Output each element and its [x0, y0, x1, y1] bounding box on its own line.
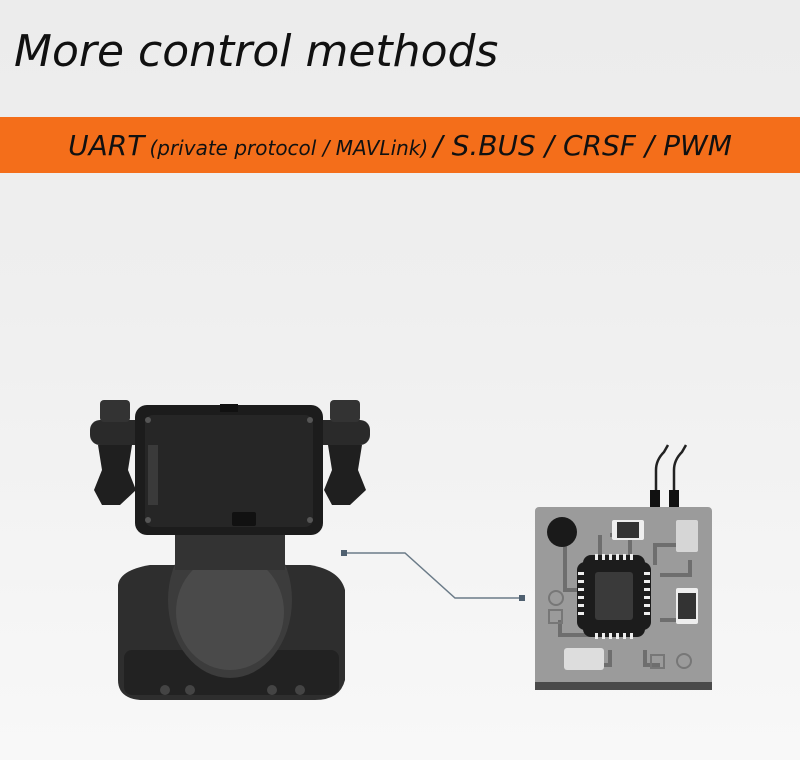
- connection-line: [341, 550, 525, 601]
- circuit-board-illustration: [535, 444, 712, 690]
- gimbal-camera-illustration: [90, 400, 370, 700]
- protocol-banner: UART (private protocol / MAVLink) / S.BU…: [0, 117, 800, 173]
- protocol-uart-detail: (private protocol / MAVLink): [149, 135, 429, 160]
- protocol-others: / S.BUS / CRSF / PWM: [433, 128, 732, 162]
- protocol-uart: UART: [68, 128, 145, 162]
- protocol-list: UART (private protocol / MAVLink) / S.BU…: [68, 129, 732, 162]
- page-title: More control methods: [14, 26, 499, 77]
